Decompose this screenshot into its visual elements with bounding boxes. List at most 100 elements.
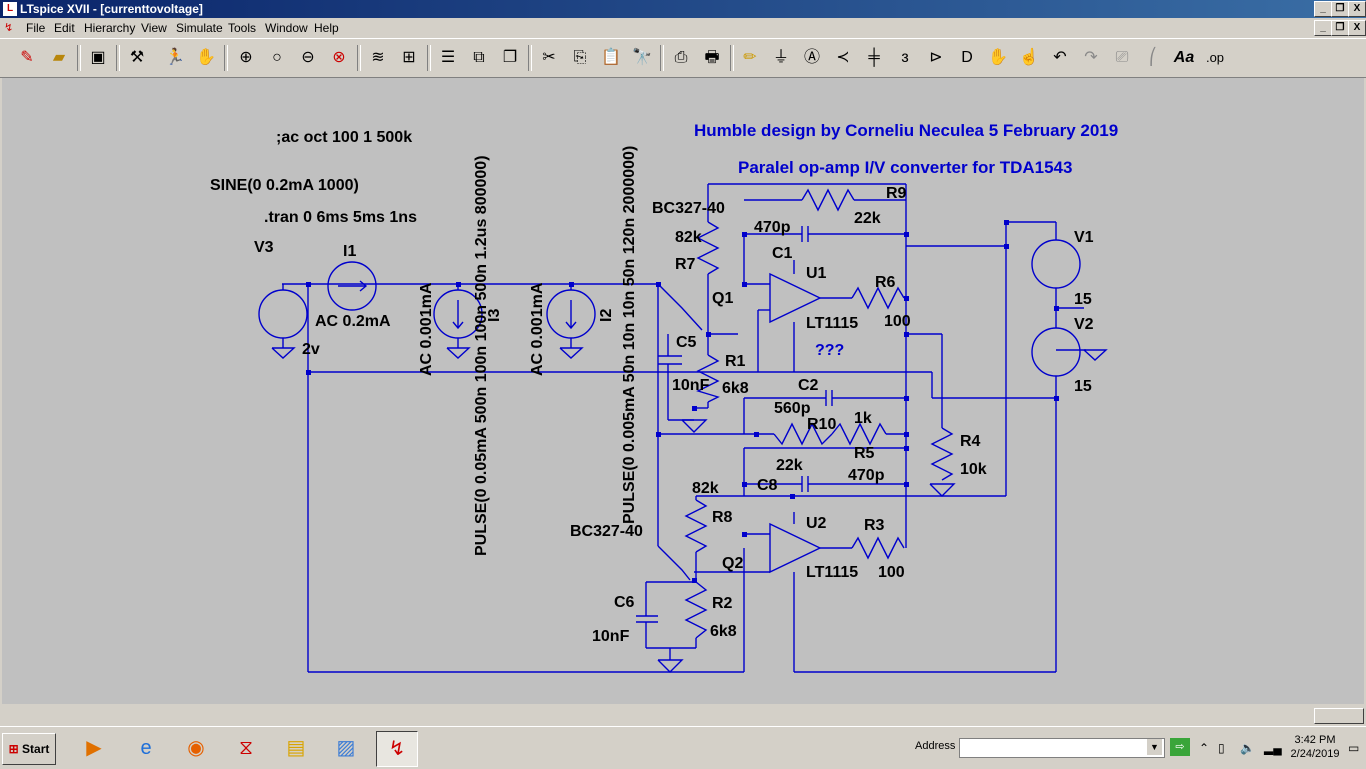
v2-label[interactable]: V2 — [1074, 316, 1094, 333]
ltspice-taskbar-icon[interactable]: ↯ — [376, 731, 418, 767]
restore-button[interactable]: ❐ — [1331, 1, 1349, 17]
i2-label[interactable]: I2 — [598, 309, 615, 322]
paste-icon[interactable]: 📋 — [601, 49, 621, 66]
horizontal-scrollbar[interactable] — [0, 704, 1366, 726]
print-preview-icon[interactable]: ⎙ — [674, 49, 688, 66]
r2-value[interactable]: 6k8 — [710, 623, 737, 640]
v1-label[interactable]: V1 — [1074, 229, 1094, 246]
cascade-icon[interactable]: ❐ — [502, 49, 518, 66]
pan-icon[interactable]: ○ — [272, 49, 282, 66]
doc-restore-button[interactable]: ❐ — [1331, 20, 1349, 36]
undo-icon[interactable]: ↶ — [1053, 49, 1067, 66]
control-panel-icon[interactable]: ⚒ — [129, 49, 145, 66]
r2-label[interactable]: R2 — [712, 595, 733, 612]
notification-icon[interactable]: ▭ — [1348, 741, 1360, 755]
zoom-in-icon[interactable]: ⊕ — [239, 49, 253, 66]
minimize-button[interactable]: _ — [1314, 1, 1332, 17]
ac-directive[interactable]: ;ac oct 100 1 500k — [276, 129, 412, 146]
drag-icon[interactable]: ☝ — [1019, 49, 1039, 66]
capacitor-icon[interactable]: ╪ — [868, 49, 880, 66]
c5-value[interactable]: 10nF — [672, 377, 710, 394]
r5-label[interactable]: R5 — [854, 445, 875, 462]
find-icon[interactable]: 🔭 — [632, 49, 652, 66]
pdf-reader-icon[interactable]: ⧖ — [238, 737, 254, 759]
r6-label[interactable]: R6 — [875, 274, 896, 291]
c8-label[interactable]: C8 — [757, 477, 778, 494]
c2-value[interactable]: 560p — [774, 400, 811, 417]
r8-label[interactable]: R8 — [712, 509, 733, 526]
r3-label[interactable]: R3 — [864, 517, 885, 534]
menu-view[interactable]: View — [141, 21, 167, 35]
v1-value[interactable]: 15 — [1074, 291, 1092, 308]
volume-icon[interactable]: 🔈 — [1240, 741, 1255, 755]
i3-label[interactable]: I3 — [486, 309, 503, 322]
i2-pulse-text[interactable]: PULSE(0 0.005mA 50n 10n 10n 50n 120n 200… — [621, 146, 638, 524]
menu-window[interactable]: Window — [265, 21, 308, 35]
run-simulation-icon[interactable]: 🏃 — [165, 49, 185, 66]
r6-value[interactable]: 100 — [884, 313, 911, 330]
r1-label[interactable]: R1 — [725, 353, 746, 370]
r7-value[interactable]: 82k — [675, 229, 702, 246]
zoom-out-icon[interactable]: ⊖ — [301, 49, 315, 66]
schematic-canvas[interactable]: ;ac oct 100 1 500k SINE(0 0.2mA 1000) .t… — [2, 78, 1364, 704]
tile-vertical-icon[interactable]: ⧉ — [473, 49, 485, 66]
spice-directive-icon[interactable]: .op — [1205, 50, 1225, 65]
component-icon[interactable]: D — [961, 49, 973, 66]
save-icon[interactable]: ▣ — [90, 49, 106, 66]
open-icon[interactable]: ▰ — [52, 49, 66, 66]
mirror-icon[interactable]: ⎛ — [1149, 49, 1157, 66]
heading-title[interactable]: Paralel op-amp I/V converter for TDA1543 — [738, 158, 1072, 177]
autorange-icon[interactable]: ≋ — [371, 49, 385, 66]
u1-label[interactable]: U1 — [806, 265, 827, 282]
c6-value[interactable]: 10nF — [592, 628, 630, 645]
r9-label[interactable]: R9 — [886, 185, 907, 202]
r9-value[interactable]: 22k — [854, 210, 881, 227]
media-player-icon[interactable]: ▶ — [86, 737, 102, 759]
copy-icon[interactable]: ⎘ — [573, 49, 587, 66]
menu-tools[interactable]: Tools — [228, 21, 257, 35]
c8-value[interactable]: 470p — [848, 467, 885, 484]
r4-value[interactable]: 10k — [960, 461, 987, 478]
redo-icon[interactable]: ↷ — [1084, 49, 1098, 66]
scroll-thumb[interactable] — [1314, 708, 1364, 724]
network-icon[interactable]: ▂▄ — [1264, 741, 1282, 755]
c2-label[interactable]: C2 — [798, 377, 819, 394]
i2-ac-text[interactable]: AC 0.001mA — [529, 282, 546, 376]
r10-label[interactable]: R10 — [807, 416, 836, 433]
firefox-icon[interactable]: ◉ — [187, 737, 205, 759]
u2-model[interactable]: LT1115 — [806, 564, 858, 581]
menu-simulate[interactable]: Simulate — [176, 21, 223, 35]
internet-explorer-icon[interactable]: e — [140, 737, 152, 759]
tile-horizontal-icon[interactable]: ☰ — [440, 49, 456, 66]
menu-help[interactable]: Help — [314, 21, 339, 35]
r8-value[interactable]: 82k — [692, 480, 719, 497]
r3-value[interactable]: 100 — [878, 564, 905, 581]
u2-label[interactable]: U2 — [806, 515, 827, 532]
c1-label[interactable]: C1 — [772, 245, 793, 262]
i1-value[interactable]: AC 0.2mA — [315, 313, 391, 330]
print-icon[interactable]: 🖶 — [704, 49, 720, 66]
address-input[interactable] — [959, 738, 1165, 758]
document-icon[interactable]: ↯ — [4, 22, 14, 34]
r1-value[interactable]: 6k8 — [722, 380, 749, 397]
menu-file[interactable]: File — [26, 21, 46, 35]
doc-minimize-button[interactable]: _ — [1314, 20, 1332, 36]
doc-close-button[interactable]: X — [1348, 20, 1366, 36]
halt-icon[interactable]: ✋ — [196, 49, 216, 66]
menu-hierarchy[interactable]: Hierarchy — [84, 21, 136, 35]
text-icon[interactable]: Aa — [1173, 49, 1195, 66]
sine-source-text[interactable]: SINE(0 0.2mA 1000) — [210, 177, 359, 194]
inductor-icon[interactable]: ɜ — [901, 49, 909, 66]
c1-value[interactable]: 470p — [754, 219, 791, 236]
ground-icon[interactable]: ⏚ — [772, 49, 789, 66]
u1-model[interactable]: LT1115 — [806, 315, 858, 332]
schematic-drawing[interactable]: ;ac oct 100 1 500k SINE(0 0.2mA 1000) .t… — [2, 78, 1364, 704]
v3-label[interactable]: V3 — [254, 239, 274, 256]
q2-label[interactable]: Q2 — [722, 555, 743, 572]
r10-value[interactable]: 1k — [854, 410, 872, 427]
zoom-cancel-icon[interactable]: ⊗ — [332, 49, 346, 66]
show-hidden-icons-icon[interactable]: ⌃ — [1199, 741, 1210, 755]
battery-icon[interactable]: ▯ — [1218, 741, 1225, 755]
go-button[interactable]: ⇨ — [1170, 738, 1190, 756]
r5-value[interactable]: 22k — [776, 457, 803, 474]
